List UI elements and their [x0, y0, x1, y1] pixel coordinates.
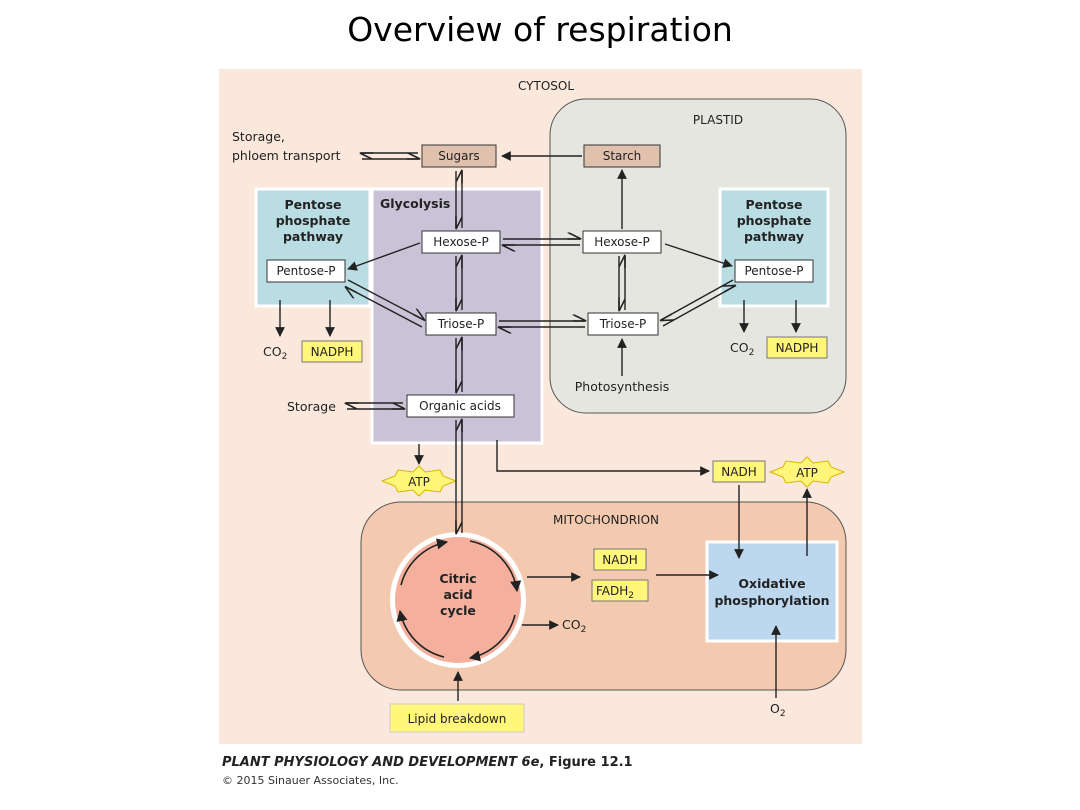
ppp-right-line2: phosphate	[737, 213, 812, 228]
arrow-glycolysis-to-nadh	[496, 440, 710, 476]
sugars-box	[421, 144, 497, 168]
nadph-right-label: NADPH	[776, 341, 819, 355]
oxphos-box	[705, 540, 839, 643]
pentose-p-left-label: Pentose-P	[276, 264, 335, 278]
fadh2-box	[591, 579, 649, 602]
arrow-triose-to-pentose-right	[662, 286, 735, 327]
nadh-mito-box	[593, 548, 647, 571]
organic-acids-box	[406, 394, 515, 418]
nadh-mito-label: NADH	[602, 553, 637, 567]
citric-line1: Citric	[439, 571, 476, 586]
hexose-p-label: Hexose-P	[433, 235, 488, 249]
arrow-pentose-left-to-triose	[347, 279, 424, 320]
triose-p-box	[425, 312, 497, 336]
triose-p-plastid-label: Triose-P	[599, 317, 646, 331]
pentose-p-right-box	[734, 259, 814, 283]
co2-mito-label: CO2	[562, 617, 586, 635]
starch-box	[583, 144, 661, 168]
ppp-left-line1: Pentose	[284, 197, 341, 212]
atp-cytosol-label: ATP	[408, 475, 430, 489]
glycolysis-label: Glycolysis	[380, 196, 450, 211]
figure-caption: PLANT PHYSIOLOGY AND DEVELOPMENT 6e, Fig…	[222, 755, 633, 770]
starch-label: Starch	[603, 149, 642, 163]
citric-line2: acid	[443, 587, 472, 602]
nadph-left-box	[301, 340, 363, 363]
nadh-cytosol-label: NADH	[721, 465, 756, 479]
o2-label: O2	[770, 701, 786, 719]
citric-cycle-disc	[395, 537, 521, 663]
ppp-right-line3: pathway	[744, 229, 804, 244]
mitochondrion-label: MITOCHONDRION	[553, 513, 659, 527]
triose-p-label: Triose-P	[437, 317, 484, 331]
arrow-hexose-to-pentose-left	[347, 242, 421, 271]
hexose-p-box	[421, 230, 501, 254]
arrow-triose-to-pentose-left	[346, 287, 423, 328]
nadh-cytosol-box	[712, 460, 766, 483]
storage-label: Storage	[287, 399, 336, 414]
photosynthesis-label: Photosynthesis	[575, 379, 670, 394]
organic-acids-label: Organic acids	[419, 399, 501, 413]
nadph-left-label: NADPH	[311, 345, 354, 359]
cytosol-label: CYTOSOL	[518, 79, 574, 93]
cycle-arrow-3	[396, 609, 445, 658]
caption-figure: , Figure 12.1	[539, 755, 633, 770]
ppp-right-box	[718, 187, 830, 308]
atp-mito-label: ATP	[796, 466, 818, 480]
triose-p-plastid-box	[587, 312, 659, 336]
caption-book: PLANT PHYSIOLOGY AND DEVELOPMENT 6e	[222, 755, 540, 770]
arrow-hexose-to-pentose-right	[664, 243, 733, 268]
storage-phloem-line2: phloem transport	[232, 148, 341, 163]
hexose-p-plastid-label: Hexose-P	[594, 235, 649, 249]
co2-left-label: CO2	[263, 344, 287, 362]
oxphos-line2: phosphorylation	[714, 593, 829, 608]
slide-title: Overview of respiration	[347, 10, 733, 49]
ppp-right-line1: Pentose	[745, 197, 802, 212]
sugars-label: Sugars	[438, 149, 479, 163]
lipid-breakdown-box	[389, 703, 525, 733]
ppp-left-line3: pathway	[283, 229, 343, 244]
nadph-right-box	[766, 336, 828, 359]
atp-cytosol-star	[380, 465, 458, 497]
fadh2-label: FADH2	[596, 584, 634, 601]
cycle-arrow-4	[400, 538, 449, 586]
arrows-group	[275, 151, 812, 701]
lipid-breakdown-label: Lipid breakdown	[408, 712, 507, 726]
cycle-arrow-2	[468, 614, 516, 662]
plastid-label: PLASTID	[693, 113, 743, 127]
copyright: © 2015 Sinauer Associates, Inc.	[222, 774, 399, 787]
cycle-arrow-1	[469, 540, 522, 593]
hexose-p-plastid-box	[582, 230, 662, 254]
citric-line3: cycle	[440, 603, 476, 618]
pentose-p-left-box	[266, 259, 346, 283]
atp-mito-star	[768, 456, 846, 488]
ppp-left-line2: phosphate	[276, 213, 351, 228]
co2-right-label: CO2	[730, 340, 754, 358]
storage-phloem-line1: Storage,	[232, 129, 285, 144]
oxphos-line1: Oxidative	[738, 576, 805, 591]
pentose-p-right-label: Pentose-P	[744, 264, 803, 278]
